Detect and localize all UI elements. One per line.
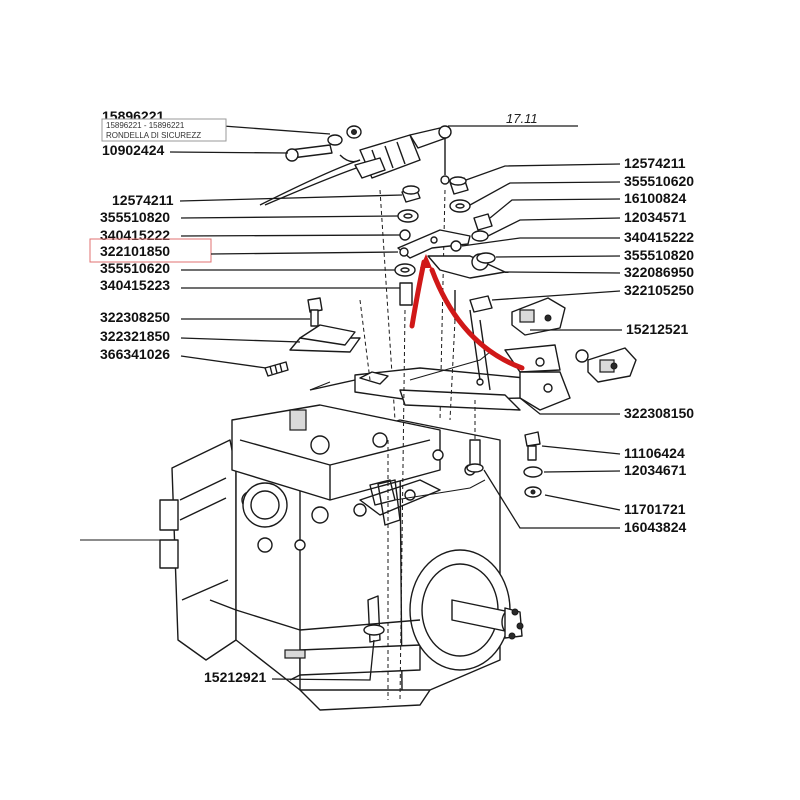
leader-line [483, 469, 620, 529]
tooltip-box [101, 118, 227, 142]
highlight-box-322101850 [89, 238, 212, 263]
page-ref-text: 17.11 [506, 111, 538, 126]
leader-line [180, 337, 301, 343]
tooltip-line-2: RONDELLA DI SICUREZZ [106, 131, 201, 140]
leader-line [491, 290, 621, 301]
part-number-15212521[interactable]: 15212521 [626, 321, 689, 337]
leader-line [469, 181, 621, 206]
part-number-12574211-left[interactable]: 12574211 [112, 192, 174, 208]
part-number-16043824[interactable]: 16043824 [624, 519, 687, 535]
red-arrow-head [420, 254, 432, 268]
leader-line [495, 255, 621, 258]
red-highlight-arrows [409, 254, 525, 371]
part-number-340415222-left[interactable]: 340415222 [100, 227, 170, 243]
mounting-bracket [309, 309, 571, 411]
left-part-labels: 15896221 10902424 12574211 355510820 340… [89, 108, 403, 685]
part-number-355510620-left[interactable]: 355510620 [100, 260, 170, 276]
part-number-322321850[interactable]: 322321850 [100, 328, 170, 344]
red-arrow-right [429, 267, 525, 371]
part-number-11106424[interactable]: 11106424 [624, 445, 685, 461]
leader-line [180, 355, 267, 369]
part-number-16100824[interactable]: 16100824 [624, 190, 687, 206]
part-number-322101850[interactable]: 322101850 [100, 243, 170, 259]
leader-line [487, 217, 621, 237]
leader-line [504, 271, 621, 274]
part-number-12574211-right[interactable]: 12574211 [624, 155, 686, 171]
part-number-355510820-right[interactable]: 355510820 [624, 247, 694, 263]
leader-line [465, 163, 621, 181]
leader-line [544, 494, 621, 511]
leader-line [271, 639, 375, 681]
leader-line [180, 215, 399, 219]
selector-lever-plate [397, 229, 506, 279]
leader-line [210, 251, 399, 255]
part-number-10902424[interactable]: 10902424 [102, 142, 165, 158]
page-reference: 17.11 [448, 111, 578, 127]
gearbox-housing [159, 404, 524, 711]
leader-line [179, 194, 403, 202]
leader-line [541, 445, 621, 455]
leader-line [519, 397, 620, 415]
part-number-12034671[interactable]: 12034671 [624, 462, 687, 478]
tooltip-line-1: 15896221 - 15896221 [106, 121, 185, 130]
part-number-340415223[interactable]: 340415223 [100, 277, 170, 293]
guide-lines [80, 299, 491, 701]
small-parts-left [264, 185, 421, 377]
part-number-11701721[interactable]: 11701721 [624, 501, 686, 517]
bolts-lower-right [363, 431, 543, 643]
leader-line [169, 151, 289, 154]
part-number-322308250[interactable]: 322308250 [100, 309, 170, 325]
right-part-labels: 12574211 355510620 16100824 12034571 340… [461, 155, 694, 535]
leader-line [180, 234, 401, 237]
leader-line [461, 237, 620, 247]
leader-line [489, 198, 621, 219]
hover-tooltip: 15896221 - 15896221 RONDELLA DI SICUREZZ [101, 118, 227, 142]
part-number-15212921[interactable]: 15212921 [204, 669, 267, 685]
part-number-355510620-right[interactable]: 355510620 [624, 173, 694, 189]
part-number-322308150[interactable]: 322308150 [624, 405, 694, 421]
part-number-366341026[interactable]: 366341026 [100, 346, 170, 362]
part-number-322105250[interactable]: 322105250 [624, 282, 694, 298]
small-parts-right [449, 176, 637, 383]
part-number-355510820-left[interactable]: 355510820 [100, 209, 170, 225]
part-number-12034571[interactable]: 12034571 [624, 209, 687, 225]
leader-line [543, 470, 621, 473]
part-number-322086950[interactable]: 322086950 [624, 264, 694, 280]
part-number-340415222-right[interactable]: 340415222 [624, 229, 694, 245]
